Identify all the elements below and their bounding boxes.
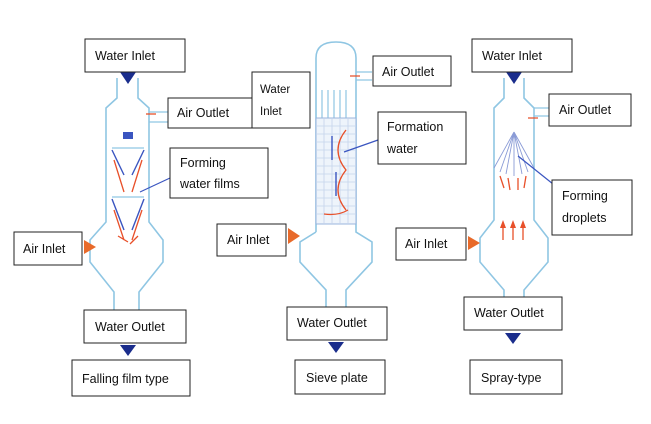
formation-water xyxy=(331,136,337,196)
water-inlet-box xyxy=(84,38,186,73)
feature-label-line-2: droplets xyxy=(562,211,606,225)
air-inlet-arrow xyxy=(288,228,300,244)
spray-fan xyxy=(493,131,535,176)
sieve-plate-diagram: Water Inlet Air Outlet Formation water A… xyxy=(216,41,467,395)
air-inlet-box xyxy=(216,223,287,257)
caption-label: Sieve plate xyxy=(306,371,368,385)
falling-film-vessel xyxy=(89,78,164,310)
air-outlet-label: Air Outlet xyxy=(382,65,435,79)
water-outlet-arrow xyxy=(328,342,344,353)
feature-box xyxy=(169,147,269,199)
water-inlet-arrow xyxy=(120,72,136,84)
caption-box xyxy=(71,359,191,397)
spray-air-flow xyxy=(502,226,524,240)
air-inlet-box xyxy=(13,231,83,266)
caption-label: Spray-type xyxy=(481,371,541,385)
air-outlet-box xyxy=(548,93,632,127)
air-inlet-label: Air Inlet xyxy=(405,237,448,251)
water-inlet-arrow xyxy=(506,72,522,84)
sieve-inlet-pipes xyxy=(321,90,347,120)
water-inlet-label: Water Inlet xyxy=(482,49,543,63)
feature-box xyxy=(377,111,467,165)
water-outlet-label: Water Outlet xyxy=(474,306,544,320)
air-inlet-arrow xyxy=(84,240,96,254)
spray-type-diagram: Water Inlet Air Outlet Forming droplets … xyxy=(395,38,633,395)
spray-type-vessel xyxy=(479,78,549,312)
water-inlet-label-line-2: Inlet xyxy=(260,106,283,118)
air-outlet-label: Air Outlet xyxy=(559,103,612,117)
feature-label-line-1: Formation xyxy=(387,120,443,134)
falling-film-distributor xyxy=(123,132,133,139)
feature-label-line-1: Forming xyxy=(180,156,226,170)
air-outlet-box xyxy=(372,55,452,87)
air-outlet-label: Air Outlet xyxy=(177,106,230,120)
water-outlet-label: Water Outlet xyxy=(95,320,165,334)
caption-box xyxy=(469,359,563,395)
water-inlet-box xyxy=(251,71,311,129)
air-inlet-arrow xyxy=(468,236,480,250)
water-outlet-box xyxy=(286,306,388,341)
air-inlet-label: Air Inlet xyxy=(227,233,270,247)
air-inlet-box xyxy=(395,227,467,261)
falling-film-air-flow xyxy=(113,159,143,245)
water-outlet-label: Water Outlet xyxy=(297,316,367,330)
feature-label-line-2: water films xyxy=(179,177,240,191)
water-outlet-arrow xyxy=(120,345,136,356)
water-outlet-box xyxy=(83,309,187,344)
water-inlet-box xyxy=(471,38,573,73)
water-inlet-label: Water Inlet xyxy=(95,49,156,63)
air-outlet-box xyxy=(167,97,269,129)
spray-droplets xyxy=(499,117,538,191)
caption-label: Falling film type xyxy=(82,372,169,386)
water-inlet-label-line-1: Water xyxy=(260,84,290,96)
water-outlet-arrow xyxy=(505,333,521,344)
feature-box xyxy=(551,179,633,236)
sieve-air-flow xyxy=(323,75,360,216)
feature-callout-line xyxy=(139,177,171,193)
water-outlet-box xyxy=(463,296,563,331)
air-inlet-label: Air Inlet xyxy=(23,242,66,256)
feature-label-line-2: water xyxy=(386,142,418,156)
falling-film-air-outlet-pipe xyxy=(149,111,170,123)
feature-label-line-1: Forming xyxy=(562,189,608,203)
falling-film-diagram: Water Inlet Air Outlet Forming water fil… xyxy=(13,38,269,397)
caption-box xyxy=(294,359,386,395)
water-films xyxy=(111,149,145,231)
